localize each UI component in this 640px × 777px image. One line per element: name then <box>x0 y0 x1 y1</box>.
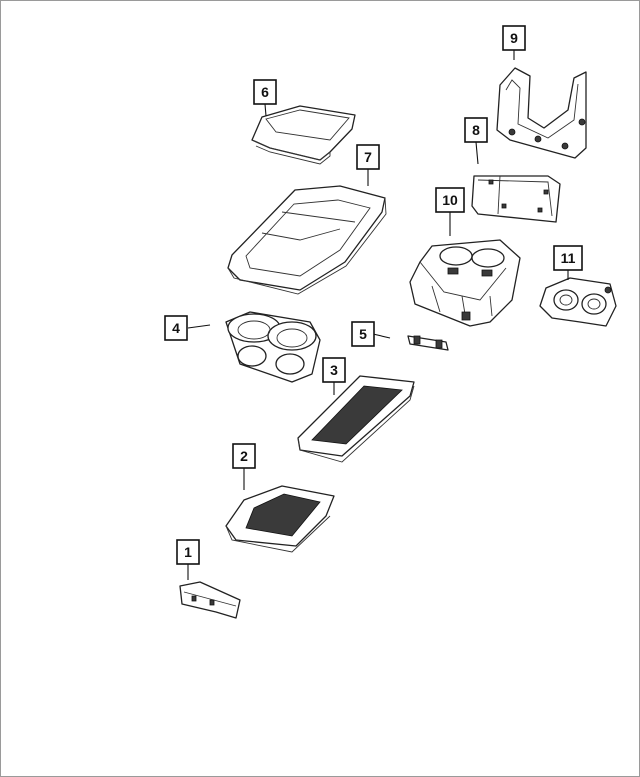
leader-8 <box>475 141 479 165</box>
callout-3: 3 <box>322 357 346 383</box>
callout-label-5: 5 <box>359 326 367 342</box>
part-10-console-base <box>409 239 521 327</box>
callout-5: 5 <box>351 321 375 347</box>
callout-10: 10 <box>435 187 465 213</box>
part-1-bracket <box>179 581 241 619</box>
callout-2: 2 <box>232 443 256 469</box>
part-3-mat-tray <box>297 375 415 463</box>
callout-label-11: 11 <box>561 250 576 266</box>
part-11-cup-holder-insert <box>539 277 617 327</box>
part-8-panel <box>471 175 561 223</box>
callout-9: 9 <box>502 25 526 51</box>
callout-label-4: 4 <box>172 320 180 336</box>
part-6-tray <box>251 105 356 165</box>
callout-11: 11 <box>553 245 583 271</box>
part-2-small-tray <box>225 485 335 553</box>
callout-6: 6 <box>253 79 277 105</box>
part-4-cup-holder <box>225 311 321 383</box>
callout-label-6: 6 <box>261 84 269 100</box>
callout-label-8: 8 <box>472 122 480 138</box>
callout-label-7: 7 <box>364 149 372 165</box>
leader-4 <box>187 324 211 329</box>
callout-label-9: 9 <box>510 30 518 46</box>
callout-label-1: 1 <box>184 544 192 560</box>
leader-5 <box>372 333 391 339</box>
leader-6 <box>264 103 267 117</box>
part-7-bezel <box>227 185 387 295</box>
part-9-trim <box>496 67 587 159</box>
callout-8: 8 <box>464 117 488 143</box>
callout-4: 4 <box>164 315 188 341</box>
callout-label-10: 10 <box>442 192 458 208</box>
callout-7: 7 <box>356 144 380 170</box>
callout-1: 1 <box>176 539 200 565</box>
part-5-clip <box>407 335 449 351</box>
callout-label-2: 2 <box>240 448 248 464</box>
callout-label-3: 3 <box>330 362 338 378</box>
